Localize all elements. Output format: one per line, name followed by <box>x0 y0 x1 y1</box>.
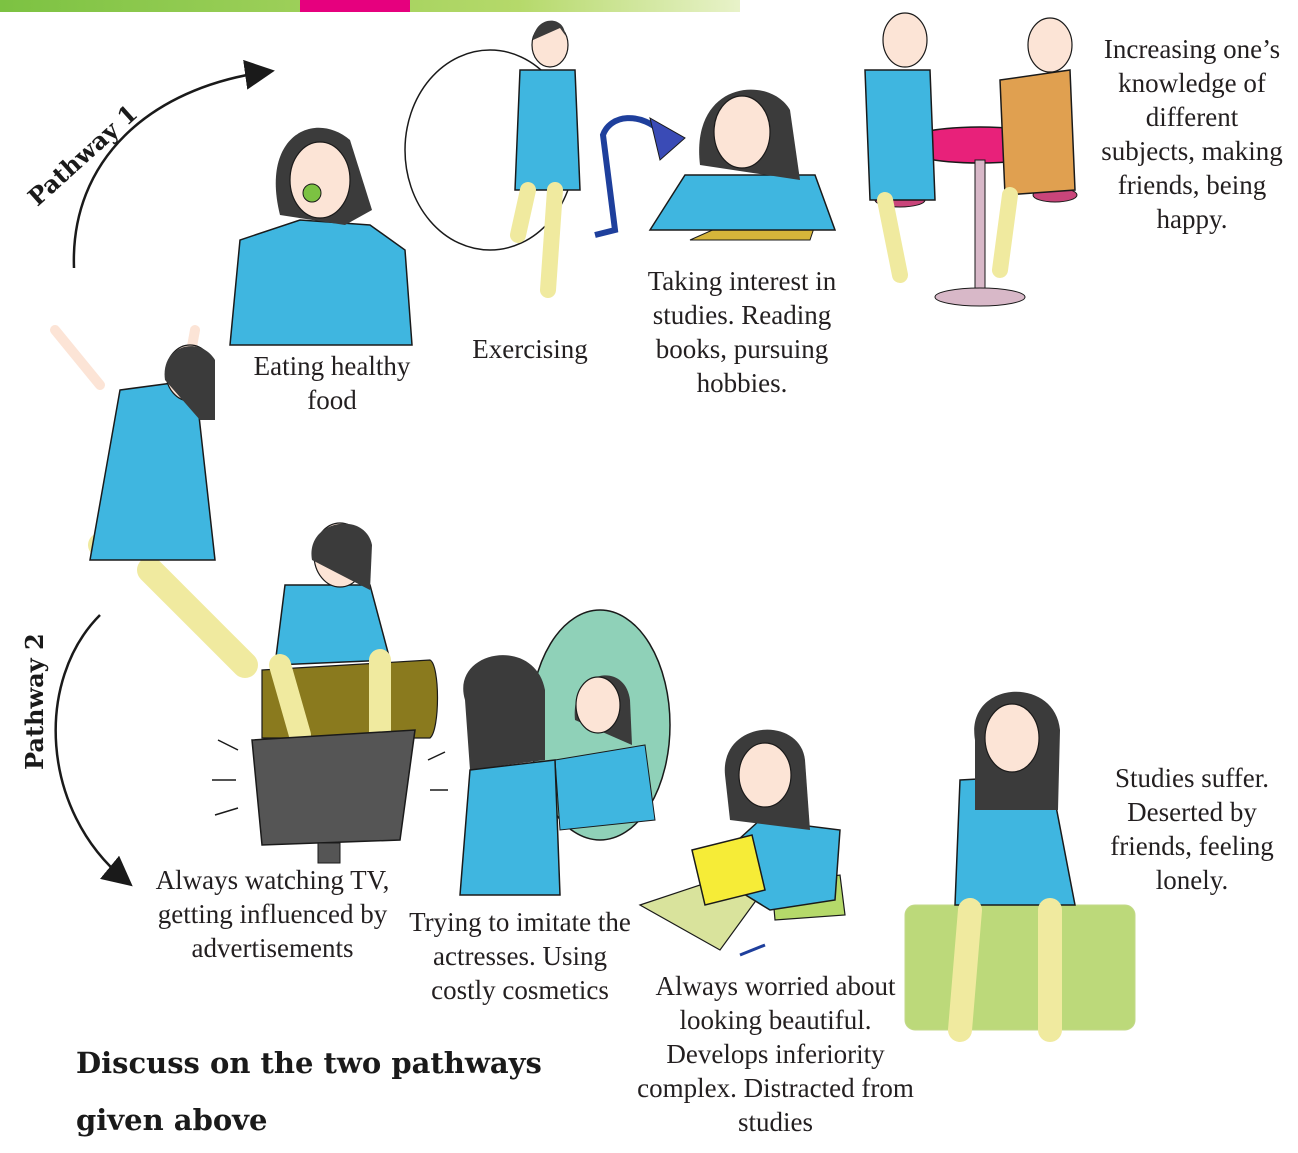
pathway2-step1-caption: Always watching TV, getting influenced b… <box>150 863 395 965</box>
friends-table-figure <box>865 13 1077 306</box>
skipping-girl-figure <box>405 21 580 290</box>
pathway2-arrow <box>56 615 125 880</box>
worried-studying-girl-figure <box>640 730 845 955</box>
discussion-prompt: Discuss on the two pathways given above <box>76 1035 596 1149</box>
tv-watching-girl-figure <box>212 523 448 863</box>
pathway2-step4-caption: Studies suffer. Deserted by friends, fee… <box>1092 761 1292 897</box>
reading-girl-figure <box>595 90 835 240</box>
pathway1-step3-caption: Taking interest in studies. Reading book… <box>622 264 862 400</box>
pathway1-arrow <box>74 72 265 268</box>
pathway1-step4-caption: Increasing one’s knowledge of different … <box>1098 32 1286 236</box>
pathway1-step1-caption: Eating healthy food <box>232 349 432 417</box>
pathway2-step3-caption: Always worried about looking beautiful. … <box>628 969 923 1139</box>
pathway1-step2-caption: Exercising <box>455 332 605 366</box>
eating-girl-figure <box>230 128 412 345</box>
jumping-girl-figure <box>55 330 245 665</box>
mirror-girl-figure <box>460 610 670 895</box>
pathway2-label: Pathway 2 <box>20 633 49 770</box>
pathway2-step2-caption: Trying to imitate the actresses. Using c… <box>405 905 635 1007</box>
